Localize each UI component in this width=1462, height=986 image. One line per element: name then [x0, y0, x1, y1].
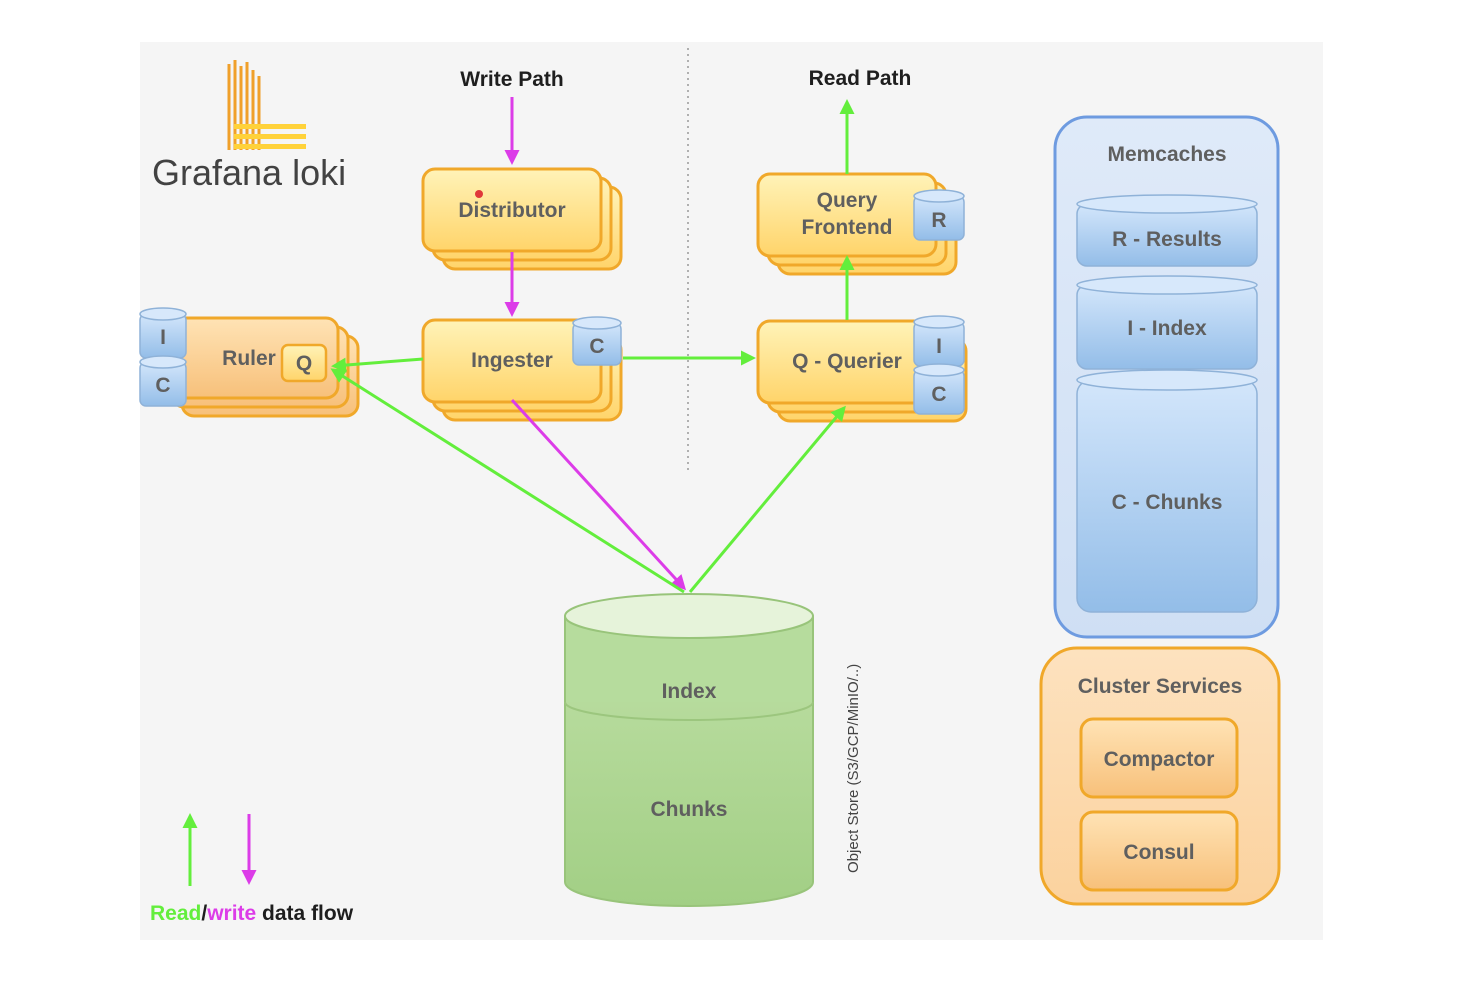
querier-label: Q - Querier — [792, 350, 902, 373]
querier-chunk-cache-icon: C — [913, 363, 965, 415]
ruler-query-icon: Q — [280, 343, 328, 383]
legend-slash: / — [201, 902, 207, 925]
compactor-label: Compactor — [1104, 748, 1215, 771]
object-store-cylinder: Index Chunks — [564, 593, 814, 907]
querier-index-cache-icon: I — [913, 315, 965, 367]
querier-c-badge: C — [931, 383, 946, 406]
ruler-c-badge: C — [155, 374, 170, 397]
query-frontend-label-line2: Frontend — [802, 216, 893, 239]
legend-rest: data flow — [256, 902, 354, 925]
ingester-c-badge: C — [589, 335, 604, 358]
chunks-cache-label: C - Chunks — [1112, 491, 1223, 514]
consul-label: Consul — [1123, 841, 1194, 864]
distributor-label: Distributor — [458, 199, 565, 222]
legend-write-word: write — [206, 902, 256, 925]
grafana-loki-logo: Grafana loki — [152, 60, 346, 193]
ruler-chunk-cache-icon: C — [139, 355, 187, 407]
ruler-q-badge: Q — [296, 352, 312, 375]
ruler-i-badge: I — [160, 326, 166, 349]
query-frontend-label-line1: Query — [817, 189, 878, 212]
cluster-services-panel: Cluster Services Compactor Consul — [1039, 646, 1281, 906]
object-store-label: Object Store (S3/GCP/MinIO/..) — [845, 664, 862, 873]
ingester-label: Ingester — [471, 349, 553, 372]
legend-text: Read/write data flow — [150, 902, 354, 925]
object-store-index-label: Index — [662, 680, 717, 703]
frontend-r-badge: R — [931, 209, 946, 232]
ruler-component: Ruler — [160, 316, 360, 418]
compactor-component: Compactor — [1079, 717, 1239, 799]
ruler-index-cache-icon: I — [139, 307, 187, 359]
write-path-title: Write Path — [460, 68, 563, 91]
memcaches-panel: Memcaches R - Results I - Index C - Chun… — [1053, 115, 1280, 639]
object-store-chunks-label: Chunks — [650, 798, 727, 821]
query-frontend-component: Query Frontend — [756, 172, 958, 276]
legend-read-word: Read — [150, 902, 201, 925]
ingester-to-ruler-arrow — [331, 357, 424, 373]
ingester-to-store-arrow — [510, 398, 687, 591]
chunks-cache-cylinder: C - Chunks — [1076, 369, 1258, 613]
store-to-querier-arrow — [688, 405, 846, 593]
read-path-title: Read Path — [809, 67, 912, 90]
cluster-services-title: Cluster Services — [1078, 675, 1243, 698]
frontend-results-cache-icon: R — [913, 189, 965, 241]
legend: Read/write data flow — [150, 813, 354, 925]
logo-text: Grafana loki — [152, 152, 346, 193]
ingester-chunk-cache-icon: C — [572, 316, 622, 366]
index-cache-label: I - Index — [1127, 317, 1207, 340]
index-cache-cylinder: I - Index — [1076, 275, 1258, 370]
querier-i-badge: I — [936, 335, 942, 358]
ruler-label: Ruler — [222, 347, 276, 370]
results-cache-cylinder: R - Results — [1076, 194, 1258, 267]
store-to-ruler-arrow — [330, 368, 685, 594]
results-cache-label: R - Results — [1112, 228, 1222, 251]
consul-component: Consul — [1079, 810, 1239, 892]
distributor-component: Distributor — [421, 167, 623, 271]
memcaches-title: Memcaches — [1107, 143, 1226, 166]
